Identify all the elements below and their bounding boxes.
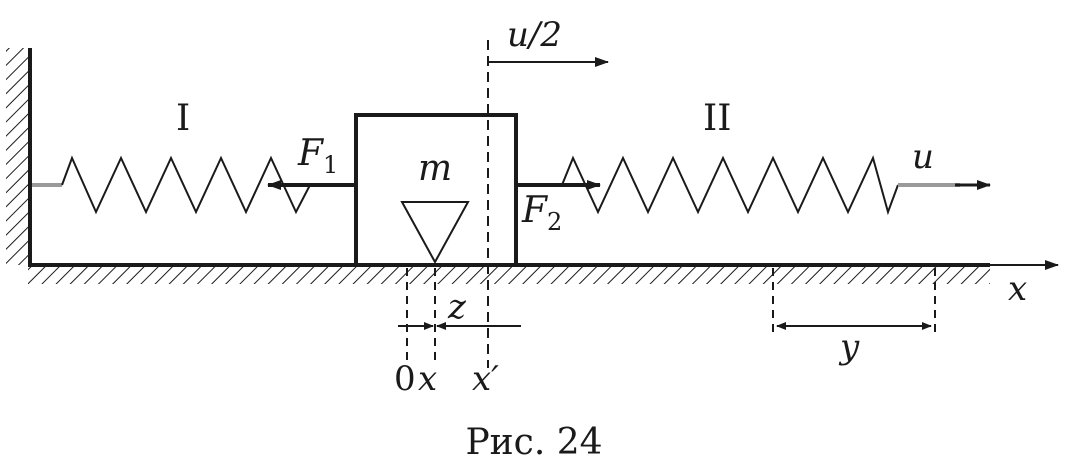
force-left-symbol: F bbox=[297, 133, 325, 174]
region-right-label: II bbox=[703, 98, 731, 139]
spring-left bbox=[32, 155, 311, 215]
mass-label: m bbox=[418, 148, 452, 189]
z-label: z bbox=[447, 287, 467, 327]
x-position-label: x bbox=[418, 359, 437, 399]
ground bbox=[28, 263, 990, 284]
y-label: y bbox=[838, 327, 860, 367]
force-right-subscript: 2 bbox=[547, 208, 562, 236]
figure-caption: Рис. 24 bbox=[465, 422, 602, 463]
region-left-label: I bbox=[176, 98, 190, 139]
force-right-symbol: F bbox=[521, 190, 549, 231]
velocity-label: u bbox=[912, 137, 934, 177]
origin-label: 0 bbox=[394, 359, 416, 399]
force-left-subscript: 1 bbox=[323, 151, 338, 179]
x-prime-label: x′ bbox=[472, 359, 499, 399]
block bbox=[354, 113, 518, 267]
velocity-half-label: u/2 bbox=[507, 15, 562, 55]
spring-right bbox=[561, 155, 960, 216]
force-right-label: F2 bbox=[521, 190, 562, 236]
force-left-label: F1 bbox=[297, 133, 338, 179]
wall bbox=[6, 48, 32, 265]
triangle-marker bbox=[400, 201, 470, 265]
axis-x-label: x bbox=[1008, 269, 1027, 309]
